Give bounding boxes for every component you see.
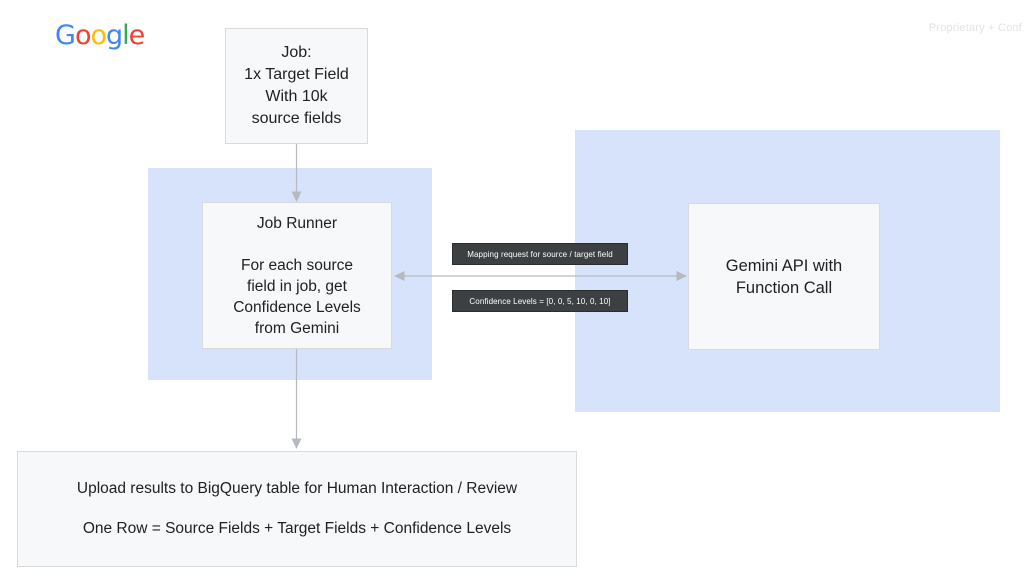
bigquery-results-node: Upload results to BigQuery table for Hum… [17, 451, 577, 567]
logo-letter: e [128, 20, 146, 51]
logo-letter: o [74, 20, 92, 51]
job-runner-node: Job Runner For each source field in job,… [202, 202, 392, 349]
job-node: Job: 1x Target Field With 10k source fie… [225, 28, 368, 144]
logo-letter: g [106, 20, 123, 51]
gemini-api-node: Gemini API with Function Call [688, 203, 880, 350]
confidence-levels-label: Confidence Levels = [0, 0, 5, 10, 0, 10] [452, 290, 628, 312]
confidentiality-watermark: Proprietary + Conf [928, 22, 1022, 34]
logo-letter: G [55, 20, 76, 51]
logo-letter: l [122, 20, 129, 51]
mapping-request-label: Mapping request for source / target fiel… [452, 243, 628, 265]
logo-letter: o [90, 20, 107, 51]
google-logo: Google [55, 20, 146, 51]
